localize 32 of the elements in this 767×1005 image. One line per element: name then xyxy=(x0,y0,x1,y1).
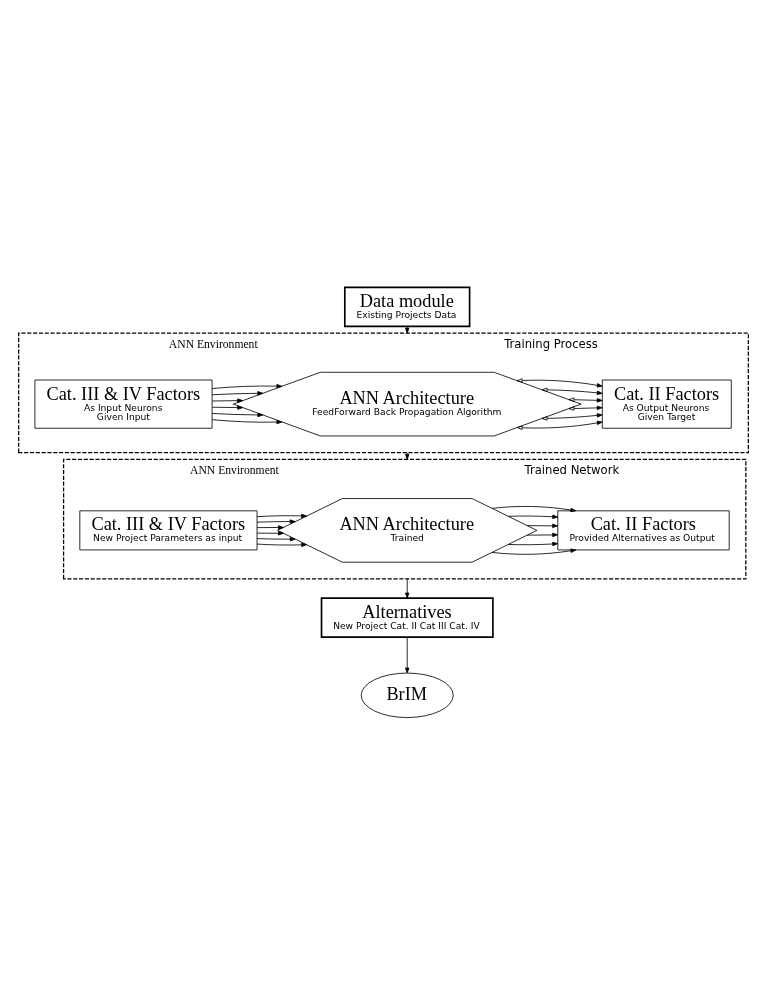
arrow xyxy=(405,636,410,674)
node-box: Cat. III & IV Factors As Input Neurons Given Input xyxy=(34,379,213,429)
arrow xyxy=(405,578,410,599)
arrow xyxy=(256,525,284,530)
arrow xyxy=(568,405,603,411)
arrow xyxy=(516,378,603,388)
arrow xyxy=(211,405,244,410)
arrow xyxy=(568,397,603,403)
arrow xyxy=(526,523,559,528)
arrow xyxy=(211,391,264,396)
node-ellipse: BrIM xyxy=(360,672,454,718)
arrow xyxy=(507,514,559,519)
node-box: Alternatives New Project Cat. II Cat III Cat. IV xyxy=(320,597,494,638)
arrow xyxy=(211,412,264,418)
node-box: Cat. III & IV Factors New Project Parameters as input xyxy=(79,510,258,551)
arrow xyxy=(491,506,577,513)
arrow xyxy=(541,413,603,421)
arrow xyxy=(507,541,559,547)
arrow xyxy=(491,548,577,555)
arrow xyxy=(211,398,244,403)
arrow xyxy=(541,387,603,395)
arrow xyxy=(256,519,296,524)
arrow xyxy=(211,419,283,425)
arrow xyxy=(256,537,296,542)
arrow xyxy=(516,420,603,430)
node-box: Cat. II Factors As Output Neurons Given Target xyxy=(601,379,732,429)
arrow xyxy=(256,513,308,519)
arrow xyxy=(256,542,308,547)
arrow xyxy=(526,532,559,538)
arrow xyxy=(211,384,283,389)
arrow xyxy=(256,531,284,536)
arrow xyxy=(405,452,410,460)
